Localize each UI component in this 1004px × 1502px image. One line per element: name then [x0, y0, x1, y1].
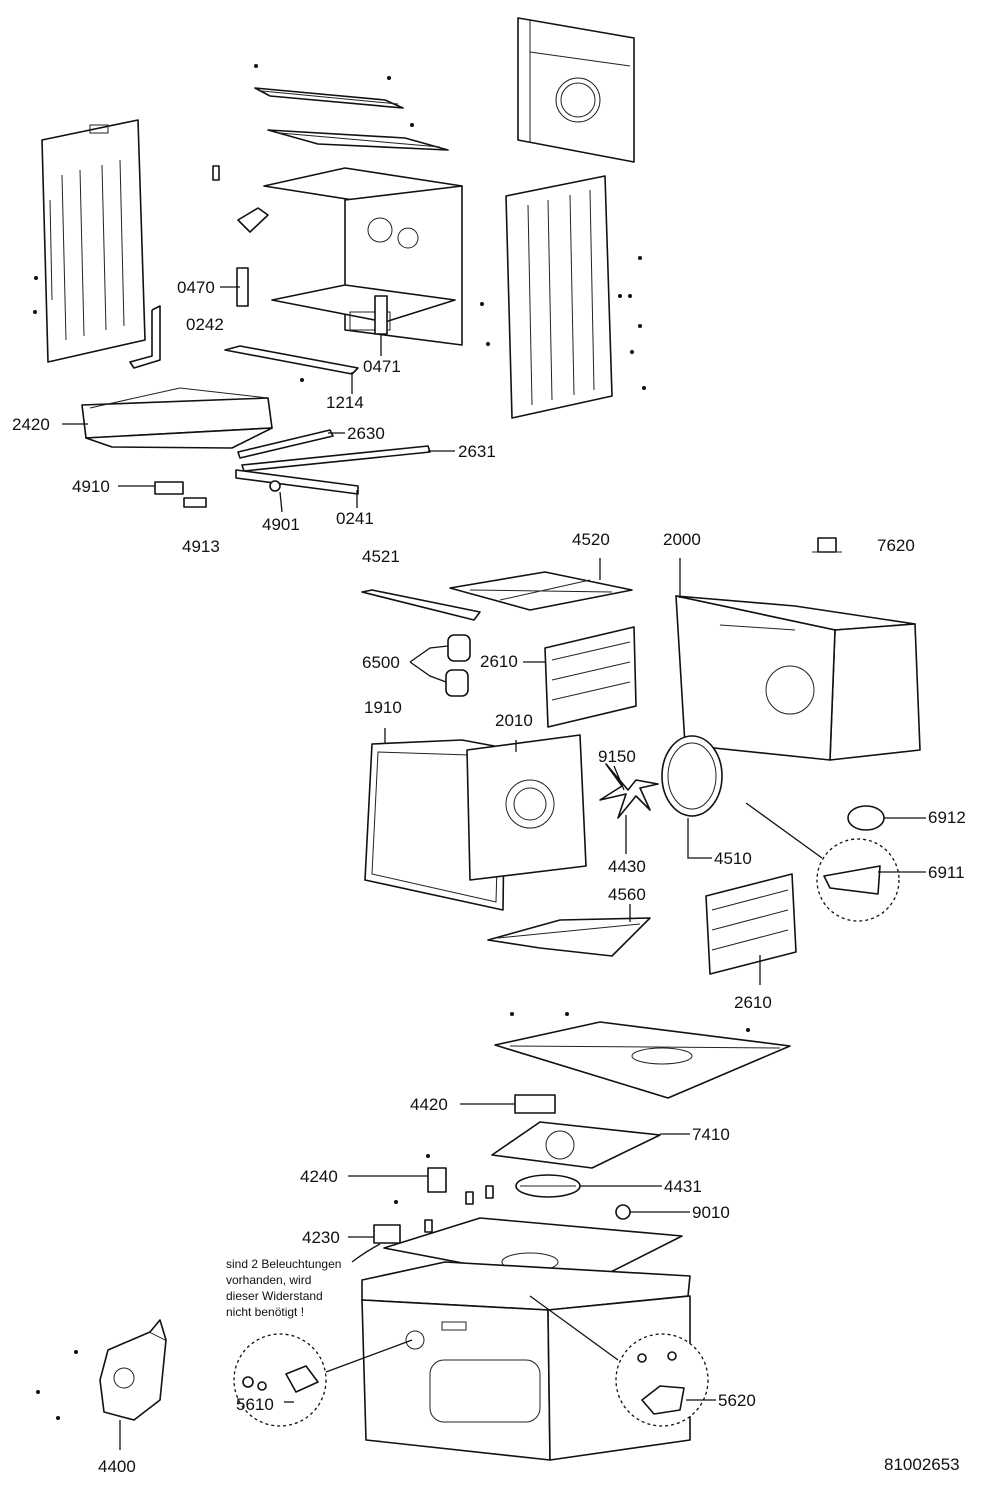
- screw-dots: [33, 64, 646, 390]
- rear-wall-2010: [466, 734, 587, 881]
- clip-4910: [154, 481, 184, 495]
- callout-4400: 4400: [98, 1457, 136, 1476]
- left-side-panel: [41, 119, 146, 363]
- clip-4913: [183, 497, 207, 508]
- callout-2010: 2010: [495, 711, 533, 730]
- callout-4910: 4910: [72, 477, 110, 496]
- callout-2420: 2420: [12, 415, 50, 434]
- drawer-rail-2630: [237, 429, 334, 459]
- top-cover-plate: [267, 129, 449, 151]
- callout-4430: 4430: [608, 857, 646, 876]
- top-rail: [254, 87, 404, 109]
- part-4240: [427, 1167, 447, 1193]
- callout-1214: 1214: [326, 393, 364, 412]
- top-heating-element-4520: [449, 571, 633, 611]
- note-line-2: vorhanden, wird: [226, 1273, 311, 1287]
- callout-6911: 6911: [928, 863, 965, 882]
- callout-6912: 6912: [928, 808, 966, 827]
- ring-element-4510: [661, 735, 723, 817]
- drawer-rail-2631: [235, 445, 431, 495]
- callout-0242: 0242: [186, 315, 224, 334]
- strip-1214: [224, 345, 359, 375]
- central-housing: [263, 167, 463, 346]
- callout-1910: 1910: [364, 698, 402, 717]
- callout-2000: 2000: [663, 530, 701, 549]
- callout-4431: 4431: [664, 1177, 702, 1196]
- latch-part: [237, 207, 269, 233]
- ring-9010: [615, 1204, 631, 1220]
- lamp-6500-upper: [447, 634, 471, 662]
- callout-4520: 4520: [572, 530, 610, 549]
- motor-4400: [99, 1319, 167, 1421]
- switch-5610: [242, 1365, 319, 1393]
- callout-4510: 4510: [714, 849, 752, 868]
- callout-9010: 9010: [692, 1203, 730, 1222]
- strip-4521: [361, 589, 481, 621]
- terminal-5620: [637, 1351, 685, 1415]
- note-line-4: nicht benötigt !: [226, 1305, 304, 1319]
- fan-cap-7620: [812, 537, 842, 553]
- panel-bracket: [129, 305, 161, 369]
- callout-4901: 4901: [262, 515, 300, 534]
- drawing-number: 81002653: [884, 1455, 960, 1474]
- callout-2630: 2630: [347, 424, 385, 443]
- fan-cover-7410: [491, 1121, 661, 1169]
- right-side-panel: [505, 175, 613, 419]
- small-clip: [212, 165, 220, 181]
- drawer-2420: [81, 387, 273, 449]
- cooling-fan-4431: [515, 1174, 581, 1198]
- side-rack-2610-top: [544, 626, 637, 728]
- roller-4901: [269, 480, 281, 492]
- callout-2610-top: 2610: [480, 652, 518, 671]
- bottom-element-4560: [487, 917, 651, 957]
- side-rack-2610-bottom: [705, 873, 797, 975]
- bracket-0471: [374, 295, 388, 335]
- callout-9150: 9150: [598, 747, 636, 766]
- fan-wheel-9150: [599, 763, 659, 819]
- callout-7410: 7410: [692, 1125, 730, 1144]
- callout-5620: 5620: [718, 1391, 756, 1410]
- note-line-1: sind 2 Beleuchtungen: [226, 1257, 341, 1271]
- callout-labels: 0470 0242 0471 1214 2420 2630 2631 4910 …: [12, 278, 966, 1476]
- light-cover-6912: [847, 805, 885, 831]
- callout-0471: 0471: [363, 357, 401, 376]
- part-4230: [373, 1224, 401, 1244]
- callout-4560: 4560: [608, 885, 646, 904]
- callout-0241: 0241: [336, 509, 374, 528]
- lamp-6500-lower: [445, 669, 469, 697]
- lower-screws: [36, 1012, 750, 1420]
- leader-lines: [62, 286, 926, 1450]
- callout-4521: 4521: [362, 547, 400, 566]
- callout-6500: 6500: [362, 653, 400, 672]
- callout-5610: 5610: [236, 1395, 274, 1414]
- bottom-tray: [494, 1021, 791, 1099]
- callout-2610-bottom: 2610: [734, 993, 772, 1012]
- part-4420: [514, 1094, 556, 1114]
- rear-panel: [517, 17, 635, 163]
- callout-4420: 4420: [410, 1095, 448, 1114]
- note-line-3: dieser Widerstand: [226, 1289, 323, 1303]
- callout-7620: 7620: [877, 536, 915, 555]
- callout-0470: 0470: [177, 278, 215, 297]
- part-6911: [823, 865, 881, 895]
- oven-cavity-2000: [675, 595, 921, 761]
- detail-circle-5610: [233, 1333, 327, 1427]
- lighting-note: sind 2 Beleuchtungen vorhanden, wird die…: [226, 1257, 341, 1319]
- callout-2631: 2631: [458, 442, 496, 461]
- callout-4230: 4230: [302, 1228, 340, 1247]
- callout-4240: 4240: [300, 1167, 338, 1186]
- callout-4913: 4913: [182, 537, 220, 556]
